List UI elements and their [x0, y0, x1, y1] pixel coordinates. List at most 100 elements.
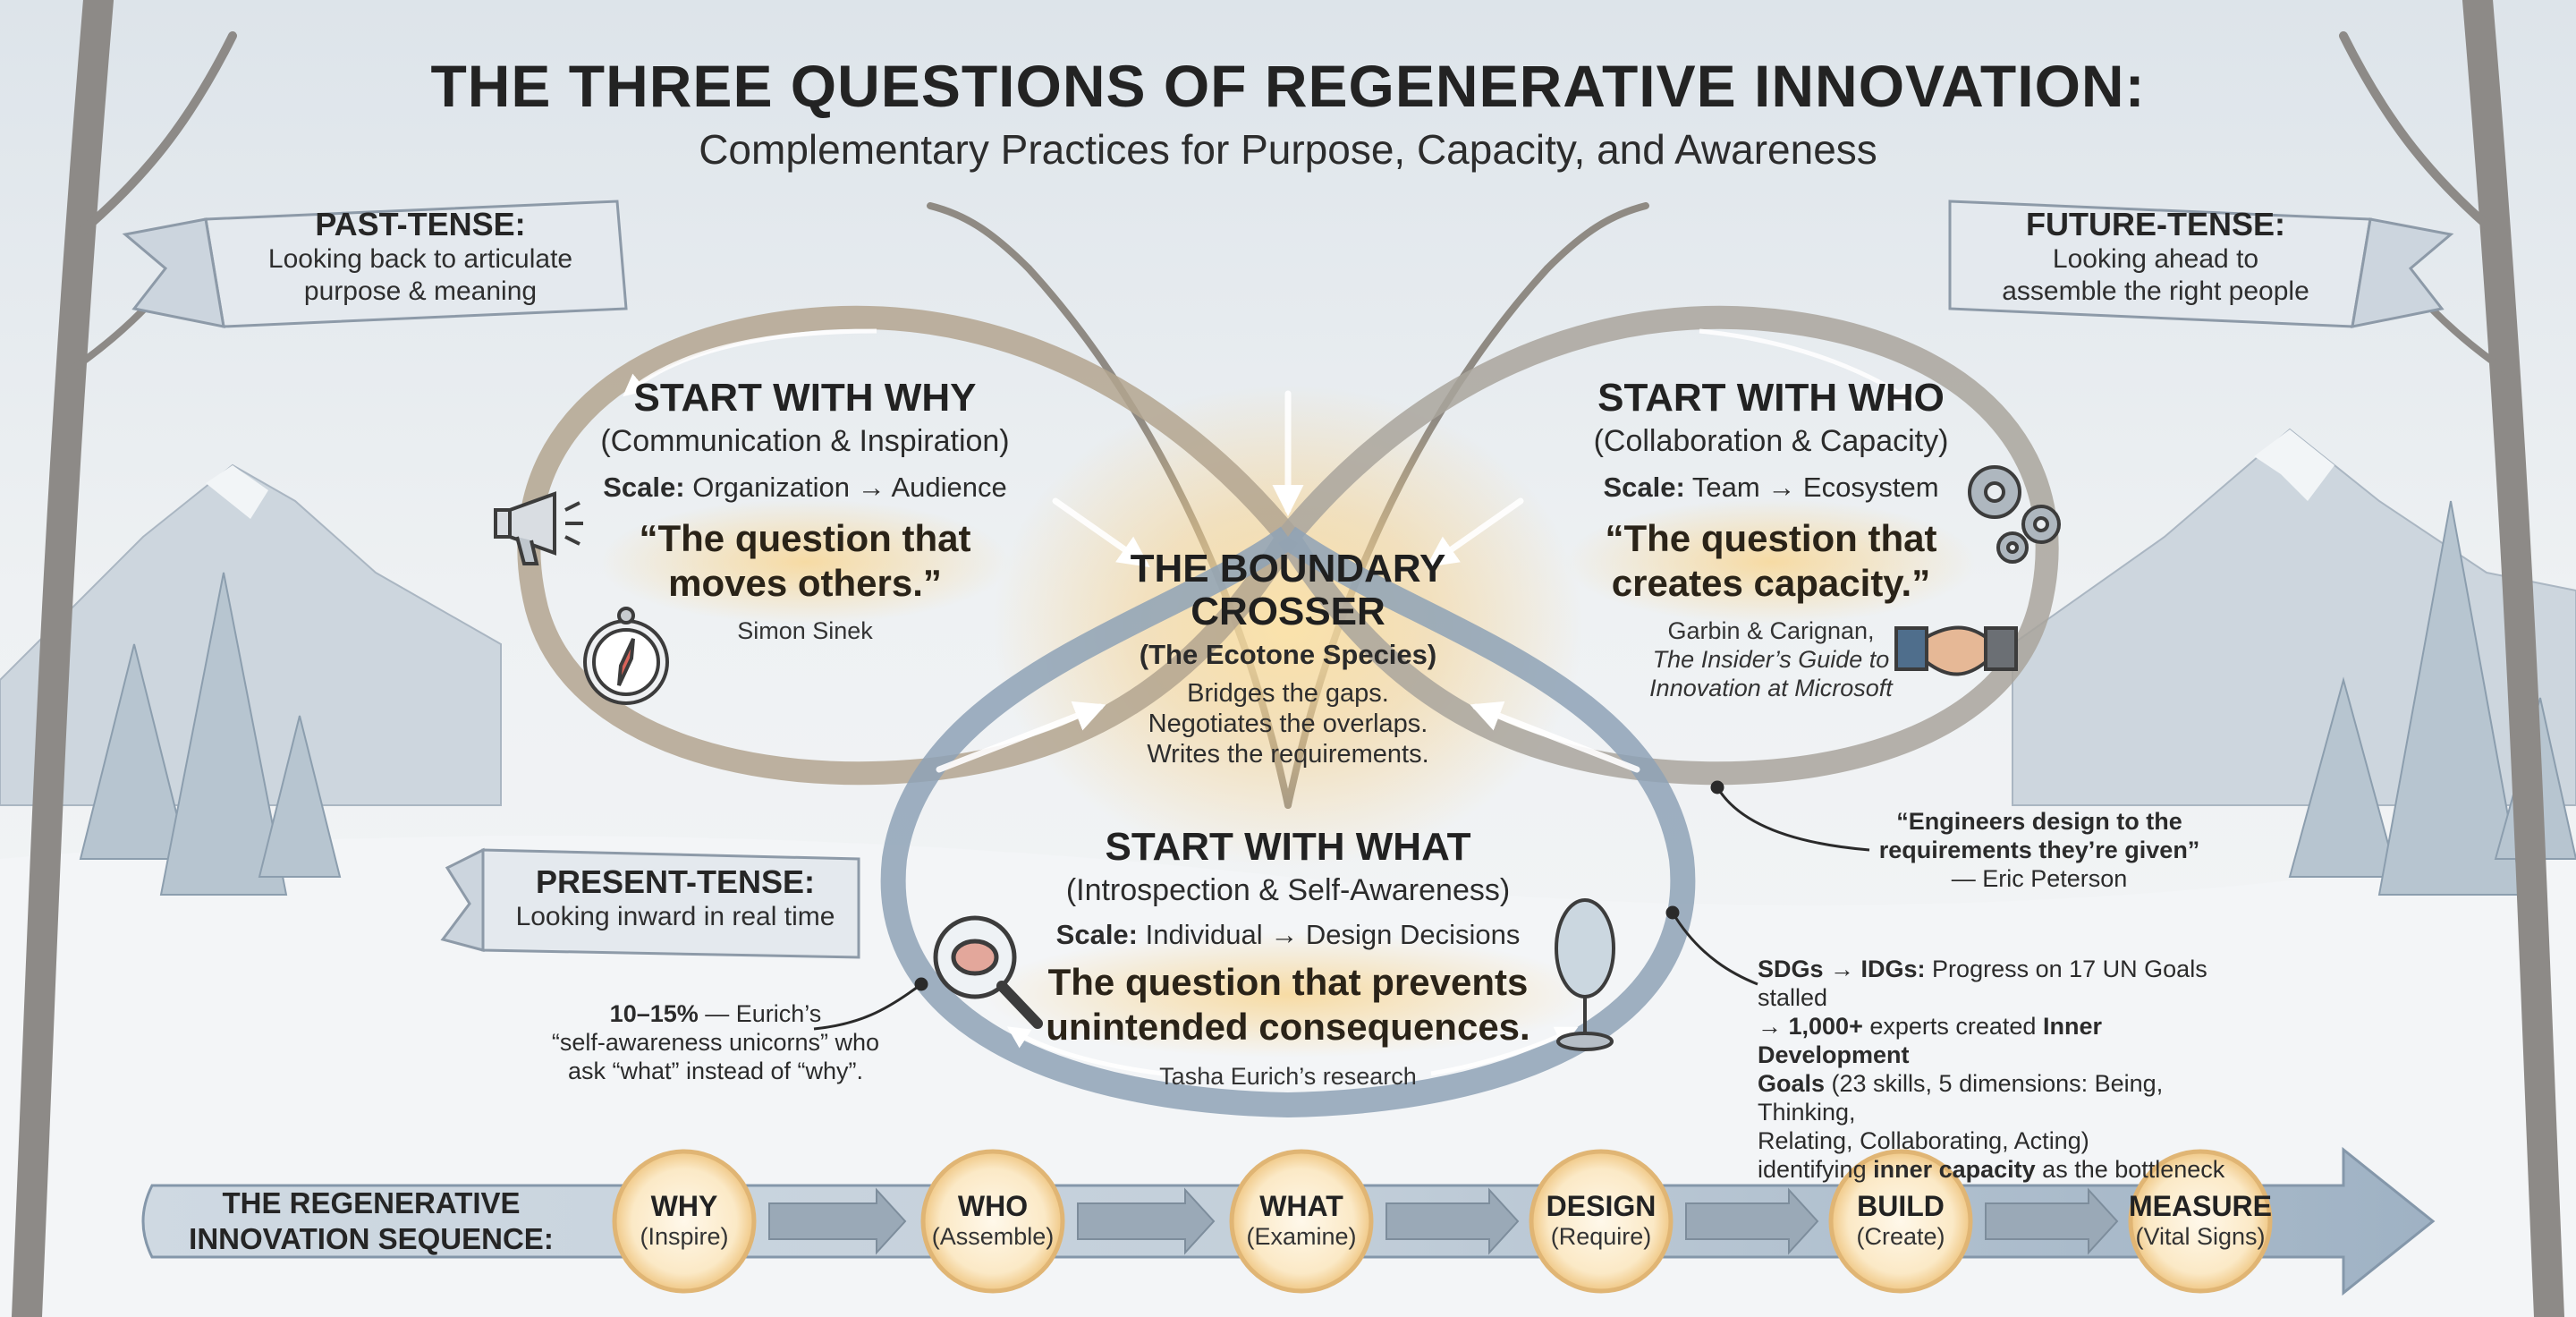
- who-section: START WITH WHO (Collaboration & Capacity…: [1547, 376, 1995, 702]
- step-measure-sub: (Vital Signs): [2135, 1223, 2266, 1250]
- handshake-icon: [1894, 625, 2018, 676]
- step-design-sub: (Require): [1550, 1223, 1652, 1250]
- sdg-line2: → 1,000+ experts created Inner Developme…: [1758, 1012, 2258, 1069]
- who-scale: Scale: Team → Ecosystem: [1547, 472, 1995, 504]
- sequence-step-build: BUILD (Create): [1811, 1190, 1990, 1251]
- past-banner: [122, 200, 628, 328]
- sdg-bold-4: Goals: [1758, 1070, 1826, 1097]
- why-scale: Scale: Organization → Audience: [581, 472, 1029, 504]
- what-quote-line1: The question that prevents: [1047, 961, 1529, 1003]
- future-tense-line1: Looking ahead to: [2052, 244, 2259, 274]
- present-tense-banner: PRESENT-TENSE: Looking inward in real ti…: [487, 863, 863, 933]
- sequence-step-measure: MEASURE (Vital Signs): [2111, 1190, 2290, 1251]
- sequence-step-who: WHO (Assemble): [903, 1190, 1082, 1251]
- step-design-name: DESIGN: [1546, 1190, 1657, 1222]
- center-subtitle: (The Ecotone Species): [1139, 639, 1437, 670]
- what-scale-value: Individual → Design Decisions: [1145, 919, 1521, 950]
- who-loop: [1277, 305, 2059, 786]
- sequence-connectors: [768, 1187, 2119, 1255]
- sdg-line4: Relating, Collaborating, Acting): [1758, 1127, 2089, 1154]
- why-section: START WITH WHY (Communication & Inspirat…: [581, 376, 1029, 645]
- past-tense-heading: PAST-TENSE:: [315, 206, 526, 242]
- sequence-step-what: WHAT (Examine): [1212, 1190, 1391, 1251]
- page-title: THE THREE QUESTIONS OF REGENERATIVE INNO…: [430, 53, 2146, 119]
- why-quote-line2: moves others.”: [668, 562, 942, 604]
- step-who-name: WHO: [957, 1190, 1029, 1222]
- who-citation-line2: The Insider’s Guide to: [1547, 645, 1995, 674]
- mirror-icon: [1555, 898, 1615, 1051]
- sdg-text-2: experts created: [1862, 1013, 2043, 1040]
- center-title-line1: THE BOUNDARY: [1130, 547, 1446, 591]
- center-line1: Bridges the gaps.: [1187, 679, 1389, 708]
- who-scale-label: Scale:: [1603, 472, 1685, 503]
- magnifier-brain-icon: [933, 915, 1043, 1029]
- step-measure-name: MEASURE: [2128, 1190, 2272, 1222]
- why-quote-line1: “The question that: [639, 517, 971, 559]
- who-citation-book-1: The Insider’s Guide to: [1652, 646, 1890, 673]
- sdg-bold-3: Inner Development: [1758, 1013, 2102, 1068]
- why-title: START WITH WHY: [633, 376, 977, 420]
- sdg-line1: SDGs → IDGs: Progress on 17 UN Goals sta…: [1758, 955, 2258, 1012]
- past-tense-line2: purpose & meaning: [303, 276, 538, 306]
- sequence-label-line2: INNOVATION SEQUENCE:: [189, 1222, 554, 1255]
- why-scale-value: Organization → Audience: [692, 472, 1007, 503]
- who-quote-line1: “The question that: [1605, 517, 1937, 559]
- page-subtitle: Complementary Practices for Purpose, Cap…: [699, 126, 1877, 173]
- boundary-crosser: THE BOUNDARY CROSSER (The Ecotone Specie…: [1109, 548, 1467, 769]
- sdg-bold-2: → 1,000+: [1758, 1013, 1863, 1040]
- what-quote-line2: unintended consequences.: [1046, 1006, 1530, 1048]
- what-scale-label: Scale:: [1055, 919, 1138, 950]
- who-citation-line3: Innovation at Microsoft: [1547, 674, 1995, 702]
- what-subtitle: (Introspection & Self-Awareness): [1065, 873, 1511, 907]
- sdg-line5: identifying inner capacity as the bottle…: [1758, 1155, 2258, 1184]
- why-citation: Simon Sinek: [737, 617, 873, 644]
- sdg-bold-1: SDGs → IDGs:: [1758, 956, 1926, 982]
- engineers-quote-note: “Engineers design to the requirements th…: [1843, 807, 2236, 893]
- present-banner: [440, 847, 860, 959]
- sdg-text-3: (23 skills, 5 dimensions: Being, Thinkin…: [1758, 1070, 2164, 1126]
- sdg-text-1: Progress on 17 UN Goals stalled: [1758, 956, 2207, 1011]
- who-scale-value: Team → Ecosystem: [1691, 472, 1939, 503]
- step-why-sub: (Inspire): [640, 1223, 729, 1250]
- sdg-idg-note: SDGs → IDGs: Progress on 17 UN Goals sta…: [1758, 955, 2258, 1184]
- megaphone-icon: [494, 491, 583, 565]
- eurich-percent: 10–15%: [609, 1000, 699, 1027]
- who-citation-book-2: Innovation at Microsoft: [1649, 675, 1893, 701]
- engineers-line3: — Eric Peterson: [1951, 865, 2128, 892]
- what-title: START WITH WHAT: [1105, 825, 1471, 869]
- sdg-bold-5: inner capacity: [1873, 1156, 2036, 1183]
- step-who-sub: (Assemble): [931, 1223, 1055, 1250]
- future-banner: [1948, 200, 2454, 328]
- past-tense-line1: Looking back to articulate: [267, 244, 573, 274]
- who-subtitle: (Collaboration & Capacity): [1593, 424, 1949, 458]
- center-line2: Negotiates the overlaps.: [1148, 709, 1428, 738]
- present-tense-heading: PRESENT-TENSE:: [535, 863, 816, 900]
- sequence-step-why: WHY (Inspire): [595, 1190, 774, 1251]
- who-title: START WITH WHO: [1597, 376, 1945, 420]
- compass-icon: [583, 607, 669, 705]
- present-tense-line1: Looking inward in real time: [515, 902, 835, 931]
- center-line3: Writes the requirements.: [1147, 740, 1429, 769]
- bare-trees: [12, 0, 2564, 1317]
- future-tense-banner: FUTURE-TENSE: Looking ahead to assemble …: [1959, 206, 2352, 308]
- sdg-text-6: as the bottleneck: [2035, 1156, 2225, 1183]
- who-citation-line1: Garbin & Carignan,: [1667, 617, 1875, 644]
- engineers-line1: “Engineers design to the: [1896, 808, 2182, 835]
- step-build-sub: (Create): [1856, 1223, 1945, 1250]
- sdg-line3: Goals (23 skills, 5 dimensions: Being, T…: [1758, 1069, 2258, 1126]
- sequence-step-circles: [612, 1149, 2273, 1294]
- step-why-name: WHY: [650, 1190, 718, 1222]
- sequence-label-line1: THE REGENERATIVE: [222, 1186, 521, 1219]
- why-subtitle: (Communication & Inspiration): [600, 424, 1010, 458]
- what-citation: Tasha Eurich’s research: [1159, 1063, 1417, 1090]
- sequence-step-design: DESIGN (Require): [1512, 1190, 1690, 1251]
- why-scale-label: Scale:: [603, 472, 685, 503]
- eurich-note: 10–15% — Eurich’s “self-awareness unicor…: [528, 999, 903, 1085]
- sequence-label: THE REGENERATIVE INNOVATION SEQUENCE:: [170, 1185, 572, 1257]
- past-tense-banner: PAST-TENSE: Looking back to articulate p…: [224, 206, 617, 308]
- future-tense-line2: assemble the right people: [2002, 276, 2309, 306]
- what-scale: Scale: Individual → Design Decisions: [1020, 919, 1556, 951]
- eurich-line3: ask “what” instead of “why”.: [567, 1058, 864, 1084]
- eurich-line1-rest: — Eurich’s: [698, 1000, 822, 1027]
